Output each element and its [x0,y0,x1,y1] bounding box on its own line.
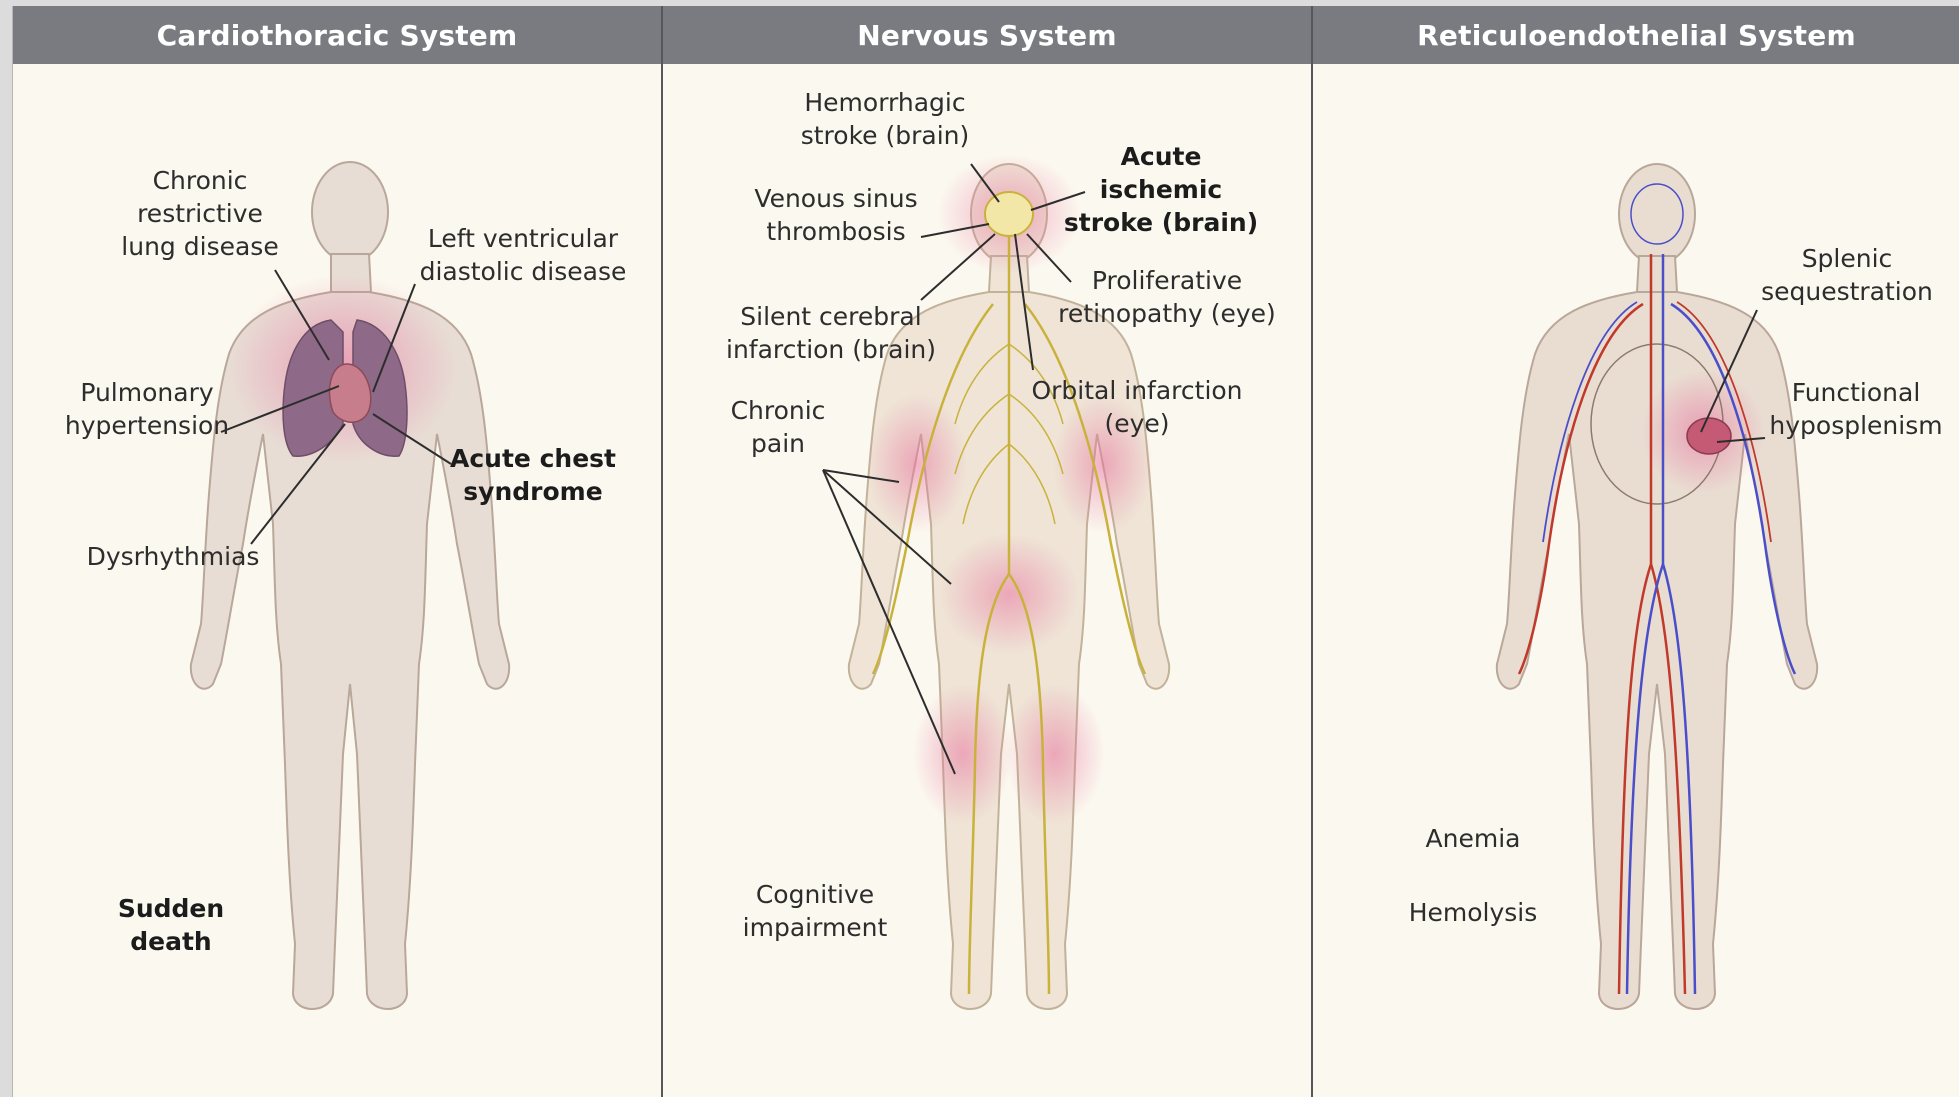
label-chronic-pain: Chronic pain [713,394,843,460]
label-hemorrhagic-stroke: Hemorrhagic stroke (brain) [787,86,983,152]
brain [985,192,1033,236]
label-venous-sinus-thrombosis: Venous sinus thrombosis [741,182,931,248]
label-acute-chest-syndrome: Acute chest syndrome [445,442,621,508]
panel-nervous: Nervous System [663,6,1313,1097]
panel-title: Nervous System [663,6,1311,64]
figure-frame: Cardiothoracic System [12,6,1959,1097]
leg-glow-left [913,684,1013,824]
label-acute-ischemic-stroke: Acute ischemic stroke (brain) [1063,140,1259,239]
label-proliferative-retinopathy: Proliferative retinopathy (eye) [1047,264,1287,330]
panel-reticuloendothelial: Reticuloendothelial System [1313,6,1959,1097]
label-orbital-infarction: Orbital infarction (eye) [1015,374,1259,440]
reticuloendothelial-figure: Splenic sequestration Functional hypospl… [1313,64,1959,1097]
label-chronic-restrictive-lung-disease: Chronic restrictive lung disease [105,164,295,263]
cardiothoracic-figure: Chronic restrictive lung disease Left ve… [13,64,661,1097]
spleen [1687,418,1731,454]
body-illustration-reticuloendothelial [1313,64,1959,1097]
arm-glow-left [867,394,967,534]
label-splenic-sequestration: Splenic sequestration [1747,242,1947,308]
label-left-ventricular-diastolic-disease: Left ventricular diastolic disease [413,222,633,288]
label-silent-cerebral-infarction: Silent cerebral infarction (brain) [725,300,937,366]
label-functional-hyposplenism: Functional hyposplenism [1761,376,1951,442]
panel-cardiothoracic: Cardiothoracic System [13,6,663,1097]
label-pulmonary-hypertension: Pulmonary hypertension [57,376,237,442]
nervous-figure: Hemorrhagic stroke (brain) Acute ischemi… [663,64,1311,1097]
label-cognitive-impairment: Cognitive impairment [725,878,905,944]
leg-glow-right [1005,684,1105,824]
label-dysrhythmias: Dysrhythmias [83,540,263,573]
panel-title: Reticuloendothelial System [1313,6,1959,64]
label-anemia: Anemia [1393,822,1553,855]
label-hemolysis: Hemolysis [1393,896,1553,929]
panel-title: Cardiothoracic System [13,6,661,64]
label-sudden-death: Sudden death [77,892,265,958]
